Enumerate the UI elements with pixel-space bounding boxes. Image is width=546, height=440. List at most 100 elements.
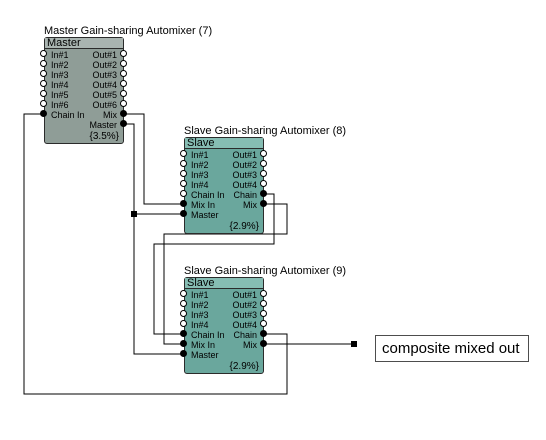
slave8-pin-mix[interactable] — [260, 200, 267, 207]
master-port-in6: In#6 — [51, 100, 69, 110]
master-pin-in6[interactable] — [40, 100, 47, 107]
master-port-chain-in: Chain In — [51, 110, 85, 120]
junction-dot — [131, 211, 137, 217]
slave8-automixer-block[interactable]: Slave In#1 In#2 In#3 In#4 Chain In Mix I… — [184, 137, 264, 234]
wire-mix-8-9 — [163, 203, 288, 345]
slave8-pin-out3[interactable] — [260, 170, 267, 177]
master-pin-out5[interactable] — [120, 90, 127, 97]
wire-chain-8-9 — [153, 193, 275, 335]
master-pin-mix[interactable] — [120, 110, 127, 117]
slave8-port-chain: Chain — [233, 190, 257, 200]
wire-master-bus — [124, 123, 184, 355]
slave8-pin-in2[interactable] — [180, 160, 187, 167]
slave9-pin-master[interactable] — [180, 350, 187, 357]
master-title: Master Gain-sharing Automixer (7) — [44, 25, 213, 37]
output-terminal — [351, 341, 357, 347]
slave8-port-out2: Out#2 — [232, 160, 257, 170]
slave9-pin-mix-in[interactable] — [180, 340, 187, 347]
slave9-port-in1: In#1 — [191, 290, 209, 300]
slave8-pin-in3[interactable] — [180, 170, 187, 177]
slave9-block-header: Slave — [185, 278, 263, 289]
slave8-port-chain-in: Chain In — [191, 190, 225, 200]
master-port-out2: Out#2 — [92, 60, 117, 70]
master-port-in4: In#4 — [51, 80, 69, 90]
slave8-pin-out2[interactable] — [260, 160, 267, 167]
wire-chain-return — [23, 113, 288, 395]
slave9-pin-chain[interactable] — [260, 330, 267, 337]
slave8-port-master: Master — [191, 210, 219, 220]
slave9-pin-mix[interactable] — [260, 340, 267, 347]
slave8-pin-out1[interactable] — [260, 150, 267, 157]
slave9-pin-in4[interactable] — [180, 320, 187, 327]
slave8-pin-in4[interactable] — [180, 180, 187, 187]
slave8-pin-chain-in[interactable] — [180, 190, 187, 197]
master-automixer-block[interactable]: Master In#1 In#2 In#3 In#4 In#5 In#6 Cha… — [44, 37, 124, 144]
master-pin-out2[interactable] — [120, 60, 127, 67]
slave8-title: Slave Gain-sharing Automixer (8) — [184, 125, 347, 137]
slave9-port-out1: Out#1 — [232, 290, 257, 300]
slave9-pin-out4[interactable] — [260, 320, 267, 327]
master-pin-in5[interactable] — [40, 90, 47, 97]
slave9-title: Slave Gain-sharing Automixer (9) — [184, 265, 347, 277]
slave9-port-in3: In#3 — [191, 310, 209, 320]
slave8-block-header: Slave — [185, 138, 263, 149]
slave8-port-out1: Out#1 — [232, 150, 257, 160]
slave8-pin-out4[interactable] — [260, 180, 267, 187]
master-pin-in1[interactable] — [40, 50, 47, 57]
slave9-port-out3: Out#3 — [232, 310, 257, 320]
master-port-in2: In#2 — [51, 60, 69, 70]
slave8-pin-master[interactable] — [180, 210, 187, 217]
wire-master-mix — [124, 113, 184, 205]
slave9-port-mix: Mix — [243, 340, 257, 350]
master-pin-master[interactable] — [120, 120, 127, 127]
master-port-out5: Out#5 — [92, 90, 117, 100]
slave9-port-in4: In#4 — [191, 320, 209, 330]
master-port-in5: In#5 — [51, 90, 69, 100]
master-pin-chain-in[interactable] — [40, 110, 47, 117]
slave9-port-out2: Out#2 — [232, 300, 257, 310]
slave8-percent: {2.9%} — [229, 221, 259, 232]
master-port-mix: Mix — [103, 110, 117, 120]
slave8-port-mix: Mix — [243, 200, 257, 210]
master-pin-out6[interactable] — [120, 100, 127, 107]
slave9-port-master: Master — [191, 350, 219, 360]
slave8-port-in4: In#4 — [191, 180, 209, 190]
slave8-pin-mix-in[interactable] — [180, 200, 187, 207]
slave9-port-chain-in: Chain In — [191, 330, 225, 340]
slave8-port-out4: Out#4 — [232, 180, 257, 190]
slave9-pin-chain-in[interactable] — [180, 330, 187, 337]
slave8-port-mix-in: Mix In — [191, 200, 216, 210]
master-pin-in2[interactable] — [40, 60, 47, 67]
slave9-automixer-block[interactable]: Slave In#1 In#2 In#3 In#4 Chain In Mix I… — [184, 277, 264, 374]
master-pin-out4[interactable] — [120, 80, 127, 87]
master-pin-in3[interactable] — [40, 70, 47, 77]
slave8-port-out3: Out#3 — [232, 170, 257, 180]
slave8-pin-in1[interactable] — [180, 150, 187, 157]
slave8-port-in2: In#2 — [191, 160, 209, 170]
slave8-port-in1: In#1 — [191, 150, 209, 160]
slave9-port-out4: Out#4 — [232, 320, 257, 330]
master-port-in3: In#3 — [51, 70, 69, 80]
slave8-pin-chain[interactable] — [260, 190, 267, 197]
master-port-master: Master — [89, 120, 117, 130]
master-port-out3: Out#3 — [92, 70, 117, 80]
master-port-out1: Out#1 — [92, 50, 117, 60]
master-port-out6: Out#6 — [92, 100, 117, 110]
master-percent: {3.5%} — [89, 131, 119, 142]
slave9-pin-in3[interactable] — [180, 310, 187, 317]
slave9-port-chain: Chain — [233, 330, 257, 340]
master-port-in1: In#1 — [51, 50, 69, 60]
slave9-pin-in2[interactable] — [180, 300, 187, 307]
master-port-out4: Out#4 — [92, 80, 117, 90]
slave9-pin-out3[interactable] — [260, 310, 267, 317]
master-pin-in4[interactable] — [40, 80, 47, 87]
master-pin-out3[interactable] — [120, 70, 127, 77]
slave9-pin-out2[interactable] — [260, 300, 267, 307]
composite-output-label: composite mixed out — [375, 335, 529, 362]
master-pin-out1[interactable] — [120, 50, 127, 57]
slave9-port-mix-in: Mix In — [191, 340, 216, 350]
slave9-pin-out1[interactable] — [260, 290, 267, 297]
slave9-pin-in1[interactable] — [180, 290, 187, 297]
slave9-port-in2: In#2 — [191, 300, 209, 310]
